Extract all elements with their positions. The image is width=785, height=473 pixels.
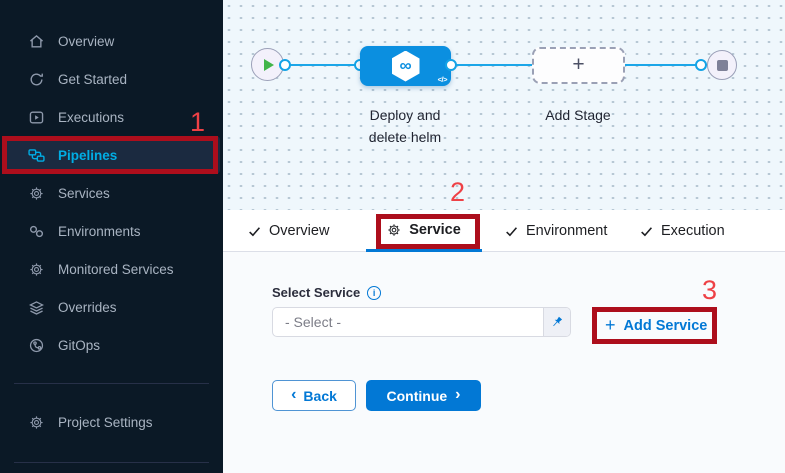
tab-label: Environment (526, 223, 608, 239)
pipeline-edge (451, 63, 533, 67)
sidebar-item-overrides[interactable]: Overrides (0, 288, 223, 326)
chevron-right-icon: › (455, 386, 461, 403)
sidebar-item-label: Overview (58, 33, 115, 49)
get-started-icon (28, 71, 45, 88)
sidebar-item-label: Pipelines (58, 147, 118, 163)
check-icon (640, 225, 653, 238)
pin-icon (550, 315, 564, 329)
sidebar-item-environments[interactable]: Environments (0, 212, 223, 250)
chevron-left-icon: ‹ (291, 386, 297, 403)
pipeline-end-node (707, 50, 737, 80)
cd-stage-icon: ∞ (391, 50, 420, 82)
add-service-button[interactable]: + Add Service (605, 313, 707, 339)
sidebar-item-overview[interactable]: Overview (0, 22, 223, 60)
sidebar-item-pipelines[interactable]: Pipelines (3, 136, 220, 174)
service-tab-content: Select Service i - Select - + Add Servic… (223, 252, 785, 473)
sidebar-item-project-settings[interactable]: Project Settings (0, 403, 223, 441)
add-stage-button[interactable]: + (532, 47, 625, 84)
sidebar: Overview Get Started Executions Pipeline… (0, 0, 223, 473)
continue-button[interactable]: Continue › (366, 380, 481, 411)
tab-environment[interactable]: Environment (505, 210, 607, 252)
sidebar-item-label: Get Started (58, 71, 128, 87)
select-service-label-text: Select Service (272, 285, 361, 300)
tab-execution[interactable]: Execution (640, 210, 725, 252)
sidebar-item-label: Project Settings (58, 414, 153, 430)
edge-connector (445, 59, 457, 71)
pipeline-edge (625, 63, 701, 67)
gear-icon (28, 414, 45, 431)
pin-button[interactable] (543, 308, 570, 336)
plus-icon: + (605, 315, 616, 335)
code-icon: </> (437, 75, 448, 84)
sidebar-item-label: GitOps (58, 337, 101, 353)
gitops-icon (28, 337, 45, 354)
tab-overview[interactable]: Overview (248, 210, 329, 252)
tab-label: Service (409, 221, 461, 238)
sidebar-divider (14, 462, 209, 463)
pipeline-edge (285, 63, 361, 67)
stage-node-deploy[interactable]: ∞ </> (360, 46, 451, 86)
play-icon (264, 58, 274, 71)
select-service-label: Select Service i (272, 285, 382, 300)
service-select-dropdown[interactable]: - Select - (272, 307, 571, 337)
sidebar-item-label: Monitored Services (58, 261, 174, 277)
stop-icon (716, 59, 728, 71)
gear-icon (387, 223, 401, 237)
layers-icon (28, 299, 45, 316)
tab-service[interactable]: Service (366, 210, 482, 252)
check-icon (248, 225, 261, 238)
service-select-value[interactable]: - Select - (285, 314, 342, 330)
add-stage-label: Add Stage (545, 107, 611, 123)
gear-icon (28, 185, 45, 202)
executions-icon (28, 109, 45, 126)
stage-label: Deploy and delete helm (368, 107, 442, 145)
pipeline-start-node (251, 48, 284, 81)
home-icon (28, 33, 45, 50)
sidebar-item-gitops[interactable]: GitOps (0, 326, 223, 364)
environments-icon (28, 223, 45, 240)
plus-icon: + (572, 53, 585, 76)
tab-label: Execution (661, 223, 725, 239)
sidebar-item-label: Executions (58, 109, 125, 125)
sidebar-item-label: Environments (58, 223, 141, 239)
stage-tabbar: Overview Service Environment Execution (223, 210, 785, 252)
back-label: Back (303, 387, 337, 404)
sidebar-item-label: Overrides (58, 299, 117, 315)
edge-connector (279, 59, 291, 71)
continue-label: Continue (386, 387, 448, 404)
tab-label: Overview (269, 223, 330, 239)
infinity-icon: ∞ (399, 56, 412, 75)
info-icon[interactable]: i (367, 285, 382, 300)
sidebar-divider (14, 383, 209, 384)
back-button[interactable]: ‹ Back (272, 380, 356, 411)
monitored-services-icon (28, 261, 45, 278)
add-service-label: Add Service (623, 318, 708, 334)
main-panel: ∞ </> + Deploy and delete helm Add Stage… (223, 0, 785, 473)
sidebar-item-monitored-services[interactable]: Monitored Services (0, 250, 223, 288)
sidebar-item-get-started[interactable]: Get Started (0, 60, 223, 98)
pipelines-icon (28, 147, 45, 164)
sidebar-item-executions[interactable]: Executions (0, 98, 223, 136)
sidebar-item-label: Services (58, 185, 110, 201)
edge-connector (695, 59, 707, 71)
sidebar-item-services[interactable]: Services (0, 174, 223, 212)
pipeline-canvas[interactable]: ∞ </> + Deploy and delete helm Add Stage (223, 0, 785, 210)
check-icon (505, 225, 518, 238)
